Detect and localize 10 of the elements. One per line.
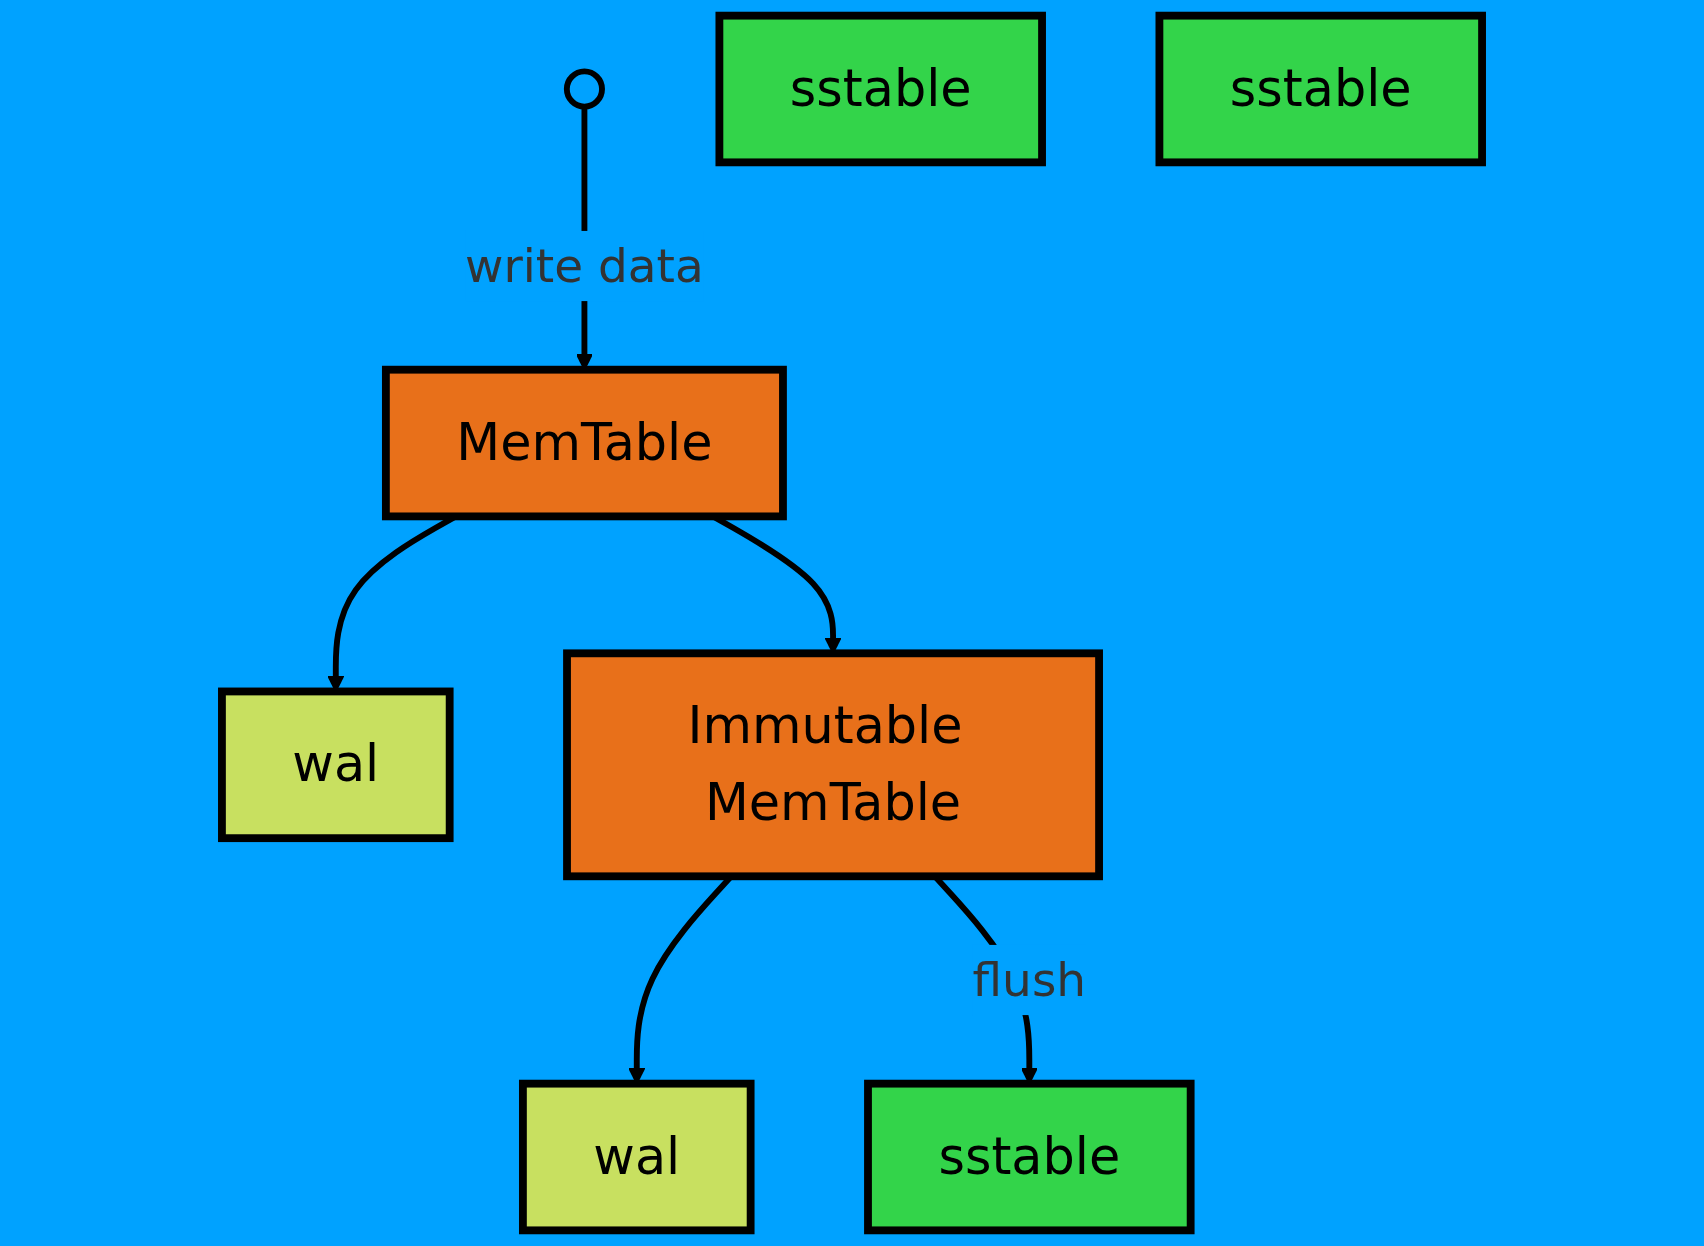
node-box: sstable [1155,11,1486,167]
node-box: sstable [715,11,1046,167]
node-box: sstable [864,1079,1195,1235]
node-box: MemTable [381,365,787,521]
node-box: Immutable MemTable [563,649,1103,881]
node-person [563,68,605,110]
node-box: wal [519,1079,755,1235]
node-box: wal [218,687,454,843]
edge-label: flush [972,952,1087,1008]
edge-label: write data [465,238,704,294]
